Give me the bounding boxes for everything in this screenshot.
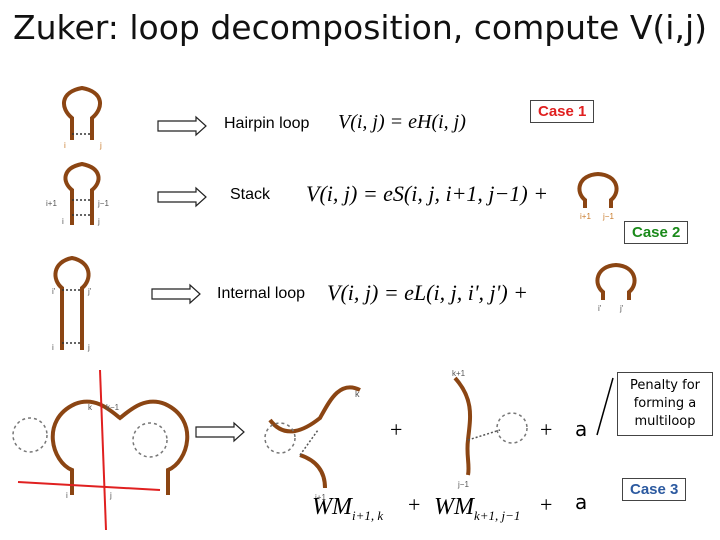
svg-text:j': j' — [619, 304, 624, 313]
stack-equation: V(i, j) = eS(i, j, i+1, j−1) + — [306, 181, 549, 206]
case-1-badge: Case 1 — [530, 100, 595, 123]
hairpin-j-label: j — [99, 141, 102, 150]
hairpin-equation: V(i, j) = eH(i, j) — [338, 111, 466, 133]
plus-sign-3: + — [408, 492, 421, 517]
svg-text:k: k — [355, 389, 360, 399]
svg-text:j−1: j−1 — [457, 480, 469, 489]
arrows — [151, 115, 245, 443]
svg-text:j: j — [87, 343, 90, 352]
arrow-icon-row1 — [157, 115, 207, 137]
wm-right-structure — [453, 376, 528, 476]
wm-right-term: WMk+1, j−1 — [434, 494, 521, 523]
multiloop-structure — [12, 399, 190, 495]
plus-sign-2: + — [540, 417, 553, 442]
svg-text:i': i' — [598, 304, 602, 313]
svg-text:j−1: j−1 — [97, 199, 109, 208]
penalty-pointer-line — [596, 377, 614, 436]
svg-text:i: i — [66, 491, 68, 500]
svg-text:k−1: k−1 — [106, 403, 120, 412]
svg-text:j: j — [97, 217, 100, 226]
hairpin-loop-label: Hairpin loop — [224, 115, 310, 132]
stack-structure — [63, 161, 101, 225]
penalty-a-term-2: a — [575, 490, 588, 514]
svg-text:j−1: j−1 — [602, 212, 614, 221]
plus-sign-4: + — [540, 492, 553, 517]
plus-sign-1: + — [390, 417, 403, 442]
penalty-a-term-1: a — [575, 417, 588, 441]
multiloop-penalty-note: Penalty for forming a multiloop — [617, 372, 713, 436]
svg-text:i: i — [62, 217, 64, 226]
svg-text:i: i — [52, 343, 54, 352]
svg-text:i+1: i+1 — [580, 212, 591, 221]
svg-text:k+1: k+1 — [452, 369, 466, 378]
wm-left-structure — [264, 385, 361, 489]
svg-text:k: k — [88, 403, 93, 412]
internal-loop-equation: V(i, j) = eL(i, j, i', j') + — [327, 280, 529, 305]
page-title: Zuker: loop decomposition, compute V(i,j… — [13, 8, 707, 47]
stack-remainder-loop — [577, 171, 619, 208]
hairpin-i-label: i — [64, 141, 66, 150]
svg-text:i+1: i+1 — [46, 199, 57, 208]
internal-loop-structure — [53, 255, 91, 350]
hairpin-structure — [62, 85, 102, 140]
arrow-icon-row4 — [195, 421, 245, 443]
arrow-icon-row2 — [157, 186, 207, 208]
svg-text:i+1: i+1 — [315, 493, 326, 502]
svg-text:j: j — [109, 491, 112, 500]
arrow-icon-row3 — [151, 283, 201, 305]
case-2-badge: Case 2 — [624, 221, 689, 244]
svg-text:j': j' — [87, 287, 92, 296]
svg-text:i': i' — [52, 287, 56, 296]
case-3-badge: Case 3 — [622, 478, 687, 501]
multiloop-split-lines — [17, 369, 161, 531]
internal-loop-label: Internal loop — [217, 285, 306, 302]
wm-left-term: WMi+1, k — [312, 494, 384, 523]
internal-remainder-loop — [595, 262, 637, 300]
stack-label: Stack — [230, 186, 271, 203]
